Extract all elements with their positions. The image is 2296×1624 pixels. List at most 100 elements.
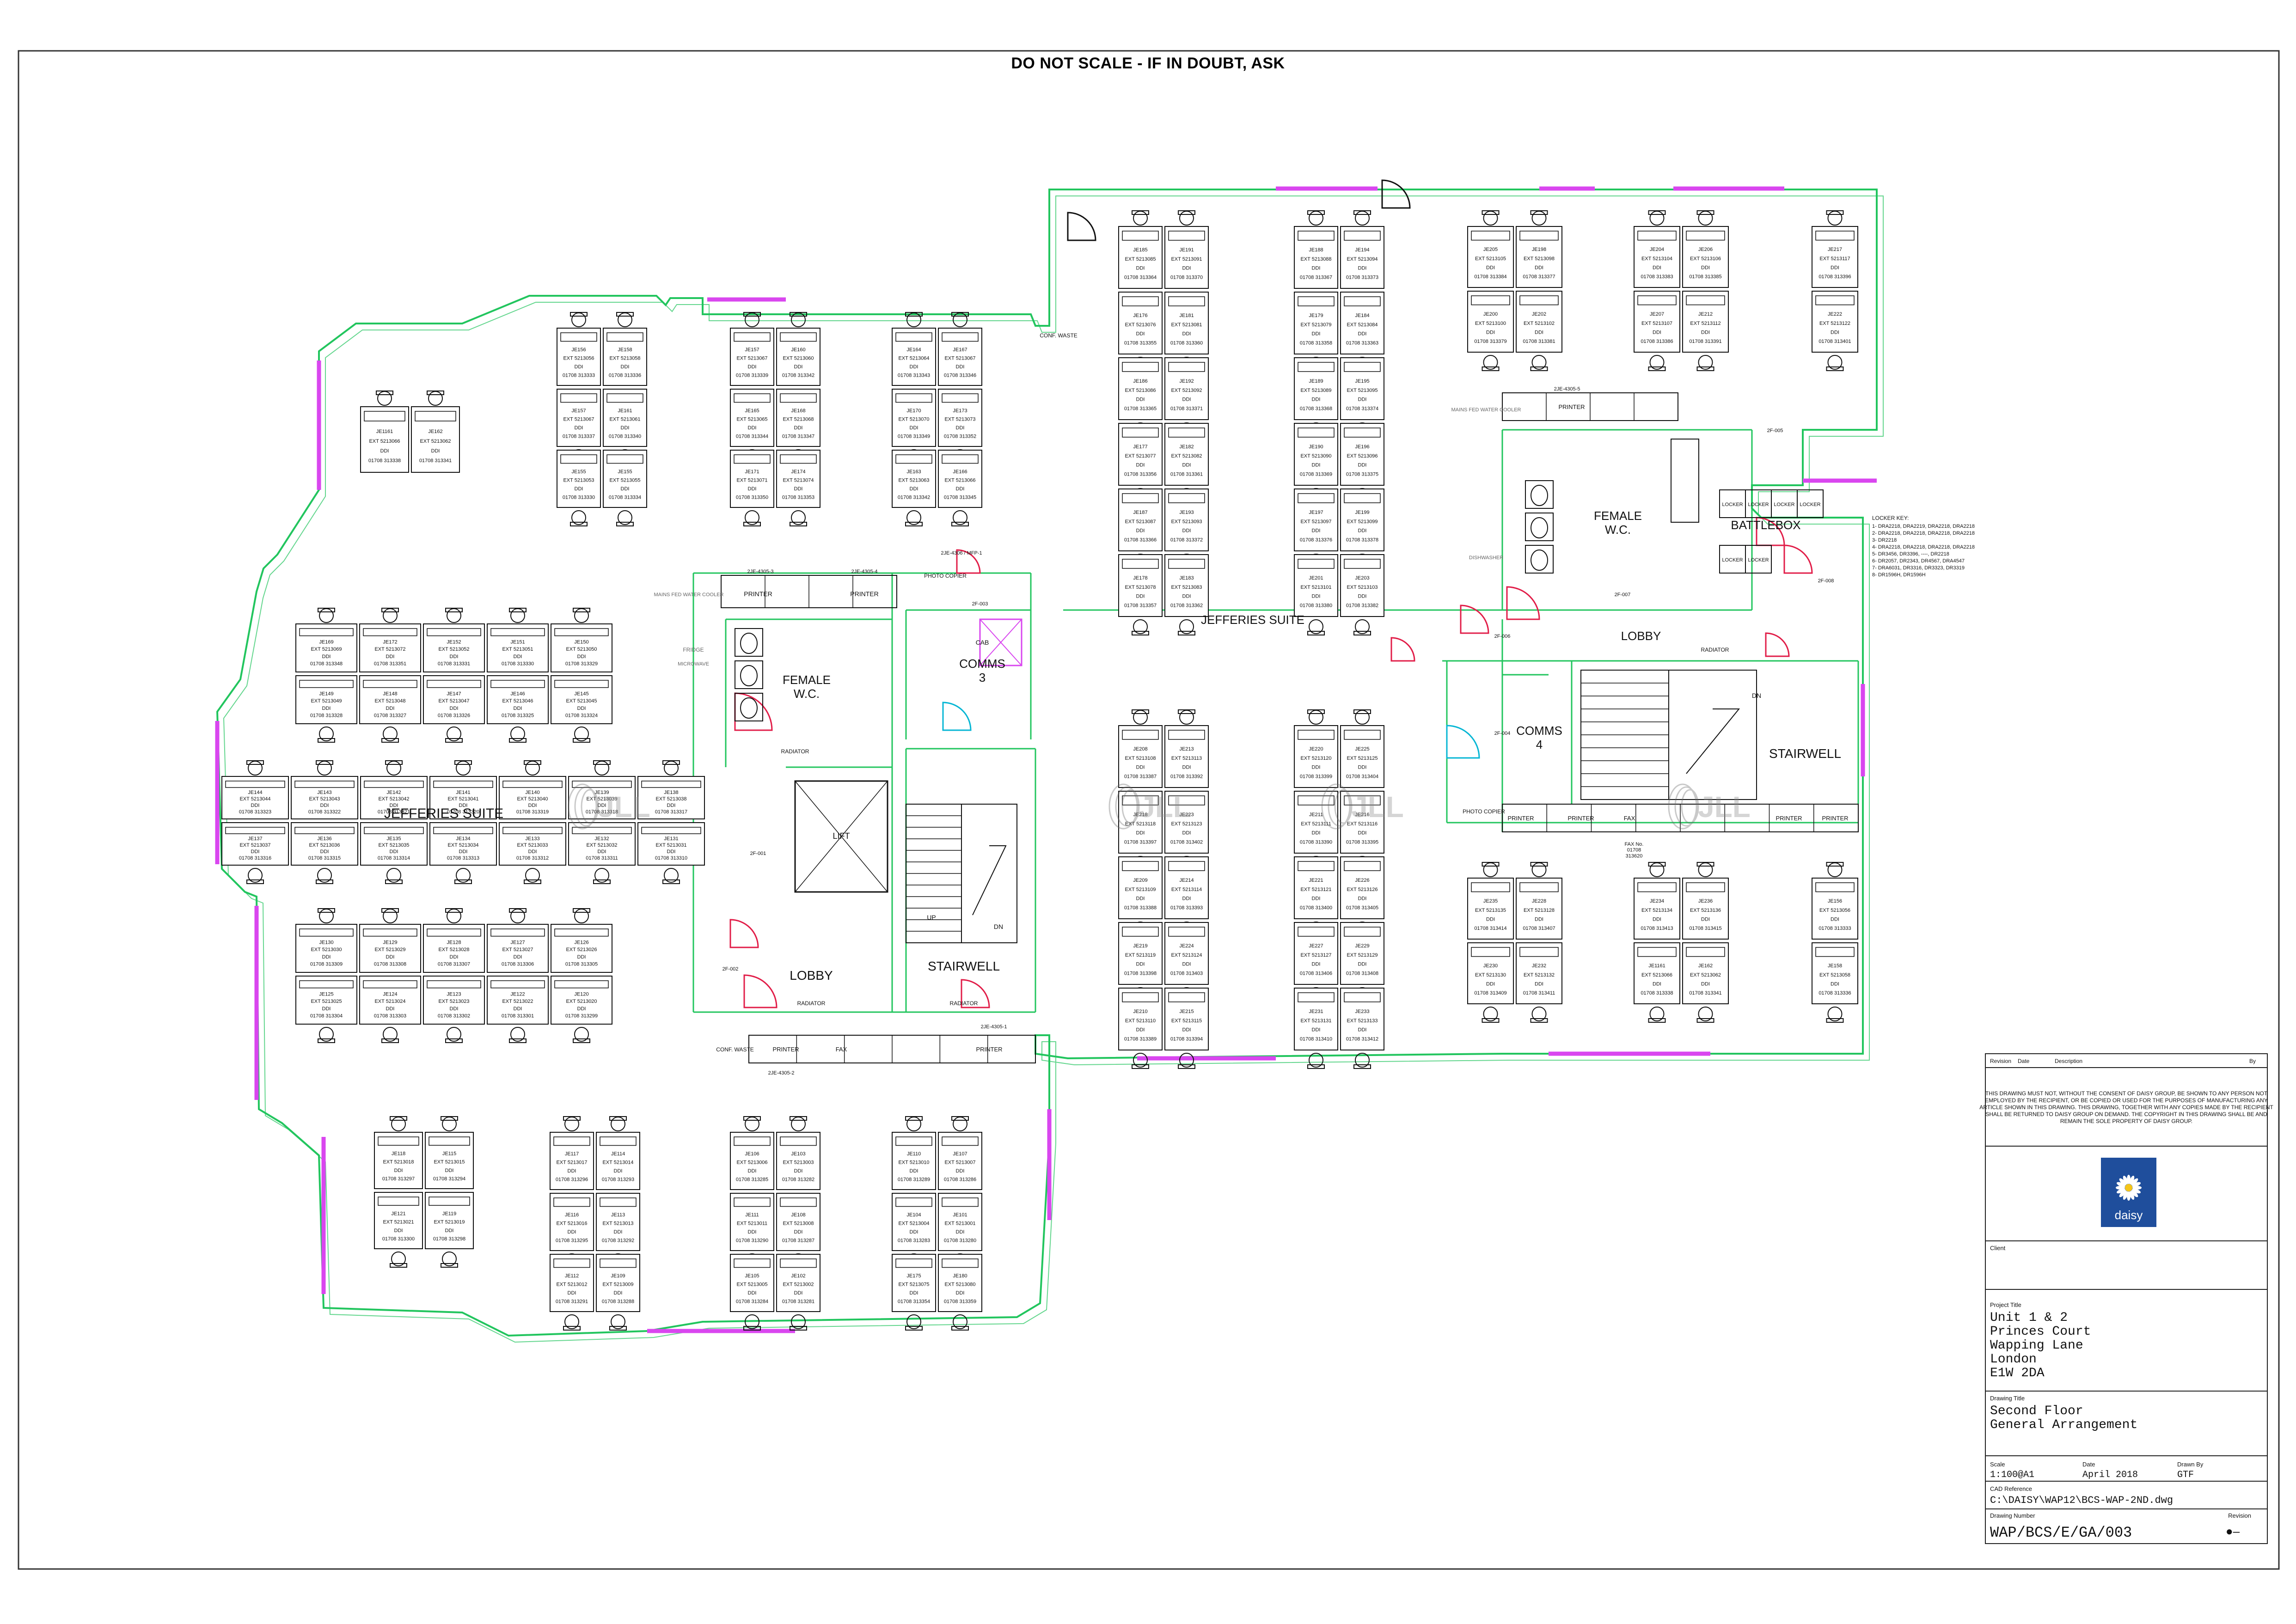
desk-id: JE115 [442, 1151, 456, 1156]
desk-ext-value: 5213007 [956, 1160, 976, 1166]
desk-top [1340, 988, 1384, 1050]
desk-ddi-label: DDI [1312, 896, 1321, 902]
desk-monitor [1519, 947, 1559, 957]
desk-top [1294, 357, 1338, 420]
office-chair [1133, 1053, 1148, 1068]
desk-ext: EXT 5213122 [1819, 321, 1850, 326]
desk-ddi-label: DDI [1136, 463, 1145, 468]
desk-monitor [364, 411, 405, 421]
desk-ext: EXT 5213024 [374, 999, 405, 1004]
desk-ext-value: 5213010 [910, 1160, 930, 1166]
desk-ext-value: 5213085 [1136, 256, 1156, 262]
door-reference: 2F-003 [972, 601, 988, 607]
desk-ext-value: 5213064 [910, 356, 930, 361]
desk-monitor [942, 1197, 979, 1207]
desk-ddi: 01708 313342 [782, 373, 814, 379]
office-chair [1827, 1007, 1843, 1021]
wc-cubicle [735, 660, 763, 689]
chair-back [790, 1326, 807, 1331]
office-chair [1698, 1007, 1713, 1021]
desk-ext: EXT 5213010 [898, 1160, 929, 1166]
desk-ext-value: 5213031 [667, 843, 687, 848]
cab-label: CAB [976, 639, 989, 646]
desk-ext-value: 5213046 [514, 698, 533, 704]
desk-ext: EXT 5213005 [736, 1282, 767, 1288]
desk-monitor [378, 1197, 419, 1206]
desk-ext: EXT 5213067 [736, 356, 767, 361]
desk-ddi-label: DDI [614, 1290, 623, 1296]
desk-ddi-label: DDI [1182, 962, 1191, 967]
desk-ddi: 01708 313407 [1523, 926, 1555, 931]
desk-ext: EXT 5213013 [602, 1221, 633, 1227]
desk-ext-value: 5213017 [568, 1160, 588, 1166]
desk-top [1164, 856, 1209, 919]
jll-watermark-rings [1681, 789, 1699, 824]
desk-monitor [1344, 730, 1381, 740]
desk-monitor [490, 680, 545, 688]
desk-top [1118, 554, 1163, 617]
desk-id: JE1161 [376, 429, 393, 434]
desk-ddi: 01708 313295 [556, 1238, 588, 1244]
desk-id: JE111 [745, 1212, 759, 1218]
desk-ext: EXT 5213125 [1347, 756, 1378, 761]
desk-top [1294, 488, 1338, 551]
door-reference: 2F-004 [1494, 731, 1511, 736]
desk-ext-value: 5213058 [1831, 972, 1850, 978]
project-title-line: Wapping Lane [1990, 1338, 2083, 1353]
chair-back [454, 760, 472, 765]
locker-label: LOCKER [1800, 502, 1820, 507]
chair-back [573, 1038, 590, 1043]
desk-ddi-label: DDI [386, 654, 395, 659]
desk-monitor [502, 781, 563, 788]
desk-top [1164, 292, 1209, 354]
office-chair [1649, 862, 1665, 877]
desk-top [776, 328, 820, 386]
desk-id: JE190 [1309, 444, 1323, 450]
desk-top [1118, 226, 1163, 289]
desk-ext: EXT 5213089 [1300, 388, 1331, 393]
desk-ext-value: 5213066 [956, 478, 976, 483]
desk-ext-value: 5213089 [1312, 388, 1332, 393]
desk-monitor [560, 454, 597, 464]
office-chair [1698, 862, 1713, 877]
desk-top [1118, 725, 1163, 788]
desk-monitor [1298, 861, 1335, 871]
desk-id: JE144 [248, 790, 262, 795]
building-outline [216, 189, 1878, 1337]
chair-back [905, 312, 923, 317]
desk-ext: EXT 5213039 [586, 796, 617, 802]
desk-id: JE167 [953, 347, 967, 353]
chair-back [246, 879, 264, 884]
desk-ddi-label: DDI [320, 849, 329, 855]
desk-ddi-label: DDI [1831, 265, 1839, 270]
desk-ext: EXT 5213027 [502, 947, 533, 952]
desk-ext: EXT 5213069 [311, 647, 342, 652]
desk-ext: EXT 5213064 [898, 356, 929, 361]
desk-id: JE123 [447, 992, 461, 997]
desk-top [295, 623, 357, 672]
desk-ext-value: 5213131 [1312, 1018, 1332, 1024]
desk-ext-value: 5213082 [1182, 453, 1202, 459]
desk-top [557, 328, 601, 386]
door-swing [743, 974, 778, 1008]
desk-top [499, 822, 566, 866]
printer-label: PRINTER [1822, 815, 1848, 822]
office-chair [574, 608, 589, 623]
chair-back [381, 608, 399, 612]
desk-id: JE192 [1179, 379, 1194, 384]
desk-ext: EXT 5213061 [609, 417, 640, 422]
project-title-line: E1W 2DA [1990, 1366, 2045, 1380]
desk-top [603, 450, 647, 508]
desk-id: JE209 [1133, 878, 1147, 883]
